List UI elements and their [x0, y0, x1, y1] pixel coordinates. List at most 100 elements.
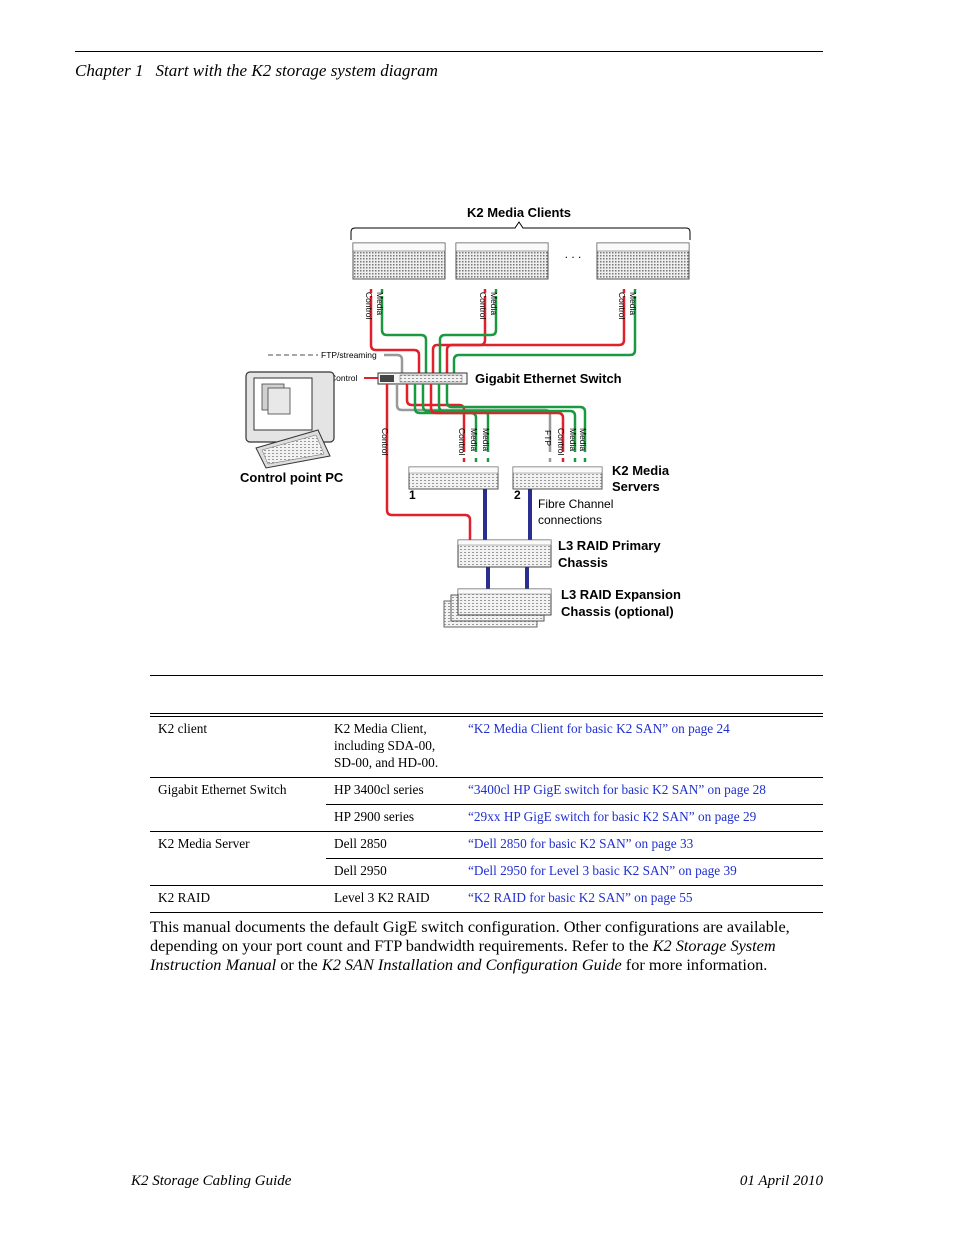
chapter-heading: Chapter 1 Start with the K2 storage syste… [75, 61, 438, 81]
media-server-2 [512, 466, 603, 490]
raid-control-label: Control [380, 428, 390, 456]
switch-label: Gigabit Ethernet Switch [475, 371, 622, 386]
table-row: K2 Media Server Dell 2850 “Dell 2850 for… [150, 831, 823, 859]
component-cell [150, 804, 326, 832]
client-unit-1 [352, 242, 446, 280]
raid-primary-label-line1: L3 RAID Primary [558, 538, 661, 553]
k2-storage-diagram: K2 Media Clients . . . Control Media Con… [240, 205, 691, 628]
model-cell: Dell 2850 [326, 831, 460, 859]
header-rule [75, 51, 823, 52]
model-cell: K2 Media Client, including SDA-00, SD-00… [326, 717, 460, 778]
lower-dash-overlay [462, 452, 587, 465]
client-unit-2 [455, 242, 549, 280]
fibre-label-line1: Fibre Channel [538, 497, 613, 511]
servers-label-line1: K2 Media [612, 463, 670, 478]
link-cell: “Dell 2950 for Level 3 basic K2 SAN” on … [460, 858, 823, 886]
server2-media-cable-b [445, 384, 587, 465]
link-cell: “3400cl HP GigE switch for basic K2 SAN”… [460, 777, 823, 805]
reference-link[interactable]: “K2 RAID for basic K2 SAN” on page 55 [468, 890, 693, 905]
table-row: K2 RAID Level 3 K2 RAID “K2 RAID for bas… [150, 885, 823, 913]
server2-media-cable-a [437, 384, 577, 465]
server2-control-label: Control [556, 428, 566, 456]
footer-doc-title: K2 Storage Cabling Guide [131, 1173, 292, 1189]
control-point-pc-icon [245, 371, 335, 469]
server1-media-cable-b [421, 384, 490, 465]
media-server-1 [408, 466, 499, 490]
server2-control-cable [429, 384, 565, 465]
raid-exp-label-line1: L3 RAID Expansion [561, 587, 681, 602]
component-table: K2 client K2 Media Client, including SDA… [150, 717, 823, 913]
link-cell: “Dell 2850 for basic K2 SAN” on page 33 [460, 831, 823, 859]
server1-media-label-a: Media [469, 428, 479, 451]
ftp-server-cable-a [395, 384, 552, 465]
client-unit-3 [596, 242, 690, 280]
client3-control-cable [445, 283, 626, 377]
client1-media-cable [380, 283, 428, 377]
clients-ellipsis: . . . [565, 247, 582, 261]
pc-control-label: Control [330, 373, 358, 383]
component-cell: Gigabit Ethernet Switch [158, 782, 287, 797]
raid-expansion-chassis [443, 588, 552, 628]
link-cell: “29xx HP GigE switch for basic K2 SAN” o… [460, 804, 823, 832]
model-cell: HP 2900 series [326, 804, 460, 832]
chapter-title: Start with the K2 storage system diagram [155, 61, 438, 80]
server2-media-label-b: Media [578, 428, 588, 451]
para-text-3: for more information. [621, 955, 768, 974]
client1-media-label: Media [375, 292, 385, 315]
client2-media-cable [438, 283, 498, 377]
raid-primary-chassis [457, 539, 552, 568]
ftp-streaming-label: FTP/streaming [321, 350, 377, 360]
table-row: Gigabit Ethernet Switch HP 3400cl series… [150, 777, 823, 805]
section-rule [150, 675, 823, 676]
server1-control-label: Control [457, 428, 467, 456]
server2-number: 2 [514, 488, 521, 502]
client3-media-label: Media [628, 292, 638, 315]
clients-label: K2 Media Clients [467, 205, 571, 220]
reference-link[interactable]: “Dell 2850 for basic K2 SAN” on page 33 [468, 836, 694, 851]
client-cables [369, 283, 637, 377]
server2-media-label-a: Media [568, 428, 578, 451]
footer-date: 01 April 2010 [739, 1173, 823, 1189]
chapter-label: Chapter 1 [75, 61, 144, 80]
cable-dash-overlay [369, 283, 637, 296]
client2-media-label: Media [489, 292, 499, 315]
client1-control-label: Control [364, 292, 374, 320]
model-cell: HP 3400cl series [326, 777, 460, 805]
server1-number: 1 [409, 488, 416, 502]
reference-link[interactable]: “Dell 2950 for Level 3 basic K2 SAN” on … [468, 863, 737, 878]
reference-link[interactable]: “3400cl HP GigE switch for basic K2 SAN”… [468, 782, 766, 797]
model-cell: Level 3 K2 RAID [326, 885, 460, 913]
table-row: Dell 2950 “Dell 2950 for Level 3 basic K… [150, 858, 823, 886]
gigabit-ethernet-switch [377, 372, 468, 385]
para-title-1: K2 Storage System Instruction Manual [150, 936, 776, 974]
component-cell [150, 858, 326, 886]
client3-control-label: Control [617, 292, 627, 320]
switch-lower-cables [385, 384, 587, 540]
client1-control-cable [369, 283, 421, 377]
raid-exp-label-line2: Chassis (optional) [561, 604, 674, 619]
table-row: HP 2900 series “29xx HP GigE switch for … [150, 804, 823, 832]
component-cell: K2 RAID [150, 885, 326, 913]
para-text-2: or the [276, 955, 322, 974]
clients-brace [350, 221, 691, 240]
fibre-label-line2: connections [538, 513, 602, 527]
table-top-rule [150, 713, 823, 714]
link-cell: “K2 RAID for basic K2 SAN” on page 55 [460, 885, 823, 913]
link-cell: “K2 Media Client for basic K2 SAN” on pa… [460, 717, 823, 778]
raid-control-cable [385, 384, 472, 540]
model-cell: Dell 2950 [326, 858, 460, 886]
para-title-2: K2 SAN Installation and Configuration Gu… [321, 955, 622, 974]
servers-label-line2: Servers [612, 479, 660, 494]
body-paragraph: This manual documents the default GigE s… [150, 917, 830, 974]
server2-ftp-label: FTP [543, 430, 553, 446]
reference-link[interactable]: “29xx HP GigE switch for basic K2 SAN” o… [468, 809, 757, 824]
control-pc-label: Control point PC [240, 470, 344, 485]
component-cell: K2 Media Server [158, 836, 250, 851]
raid-primary-label-line2: Chassis [558, 555, 608, 570]
server1-media-label-b: Media [481, 428, 491, 451]
client2-control-label: Control [478, 292, 488, 320]
table-row: K2 client K2 Media Client, including SDA… [150, 717, 823, 778]
table-top-rule-2 [150, 716, 823, 717]
client3-media-cable [452, 283, 637, 377]
reference-link[interactable]: “K2 Media Client for basic K2 SAN” on pa… [468, 721, 730, 736]
